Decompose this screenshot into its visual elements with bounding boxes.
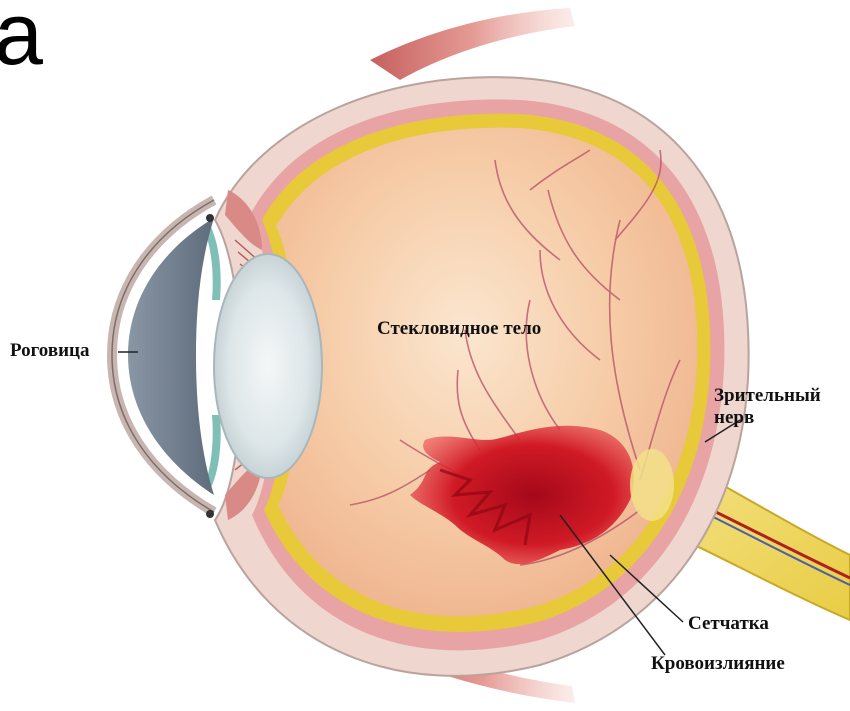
- canal-dot-lower: [206, 510, 214, 518]
- canal-dot-upper: [206, 214, 214, 222]
- upper-muscle: [370, 8, 575, 80]
- label-hemorrhage: Кровоизлияние: [651, 653, 785, 675]
- label-optic-nerve-line1: Зрительный: [714, 385, 821, 407]
- optic-disc: [630, 449, 674, 521]
- label-retina: Сетчатка: [688, 613, 769, 635]
- lens: [214, 254, 322, 478]
- label-optic-nerve-line2: нерв: [714, 407, 821, 429]
- corner-letter: a: [0, 0, 43, 78]
- label-optic-nerve: Зрительный нерв: [714, 385, 821, 429]
- label-vitreous-body: Стекловидное тело: [377, 318, 541, 340]
- label-cornea: Роговица: [10, 340, 89, 362]
